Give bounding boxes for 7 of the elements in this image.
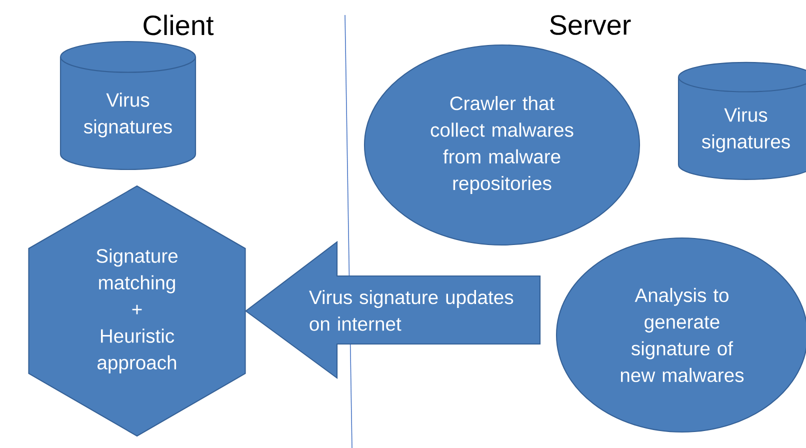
block-arrow (244, 240, 541, 380)
column-heading: Server (550, 15, 631, 35)
column-heading: Client (144, 14, 214, 36)
process-hexagon: Signature matching + Heuristic approach (28, 185, 246, 437)
database-cylinder: Virus signatures (678, 62, 806, 180)
database-cylinder: Virus signatures (60, 40, 196, 170)
edge-label: Virus signature updates on internet (309, 290, 514, 331)
